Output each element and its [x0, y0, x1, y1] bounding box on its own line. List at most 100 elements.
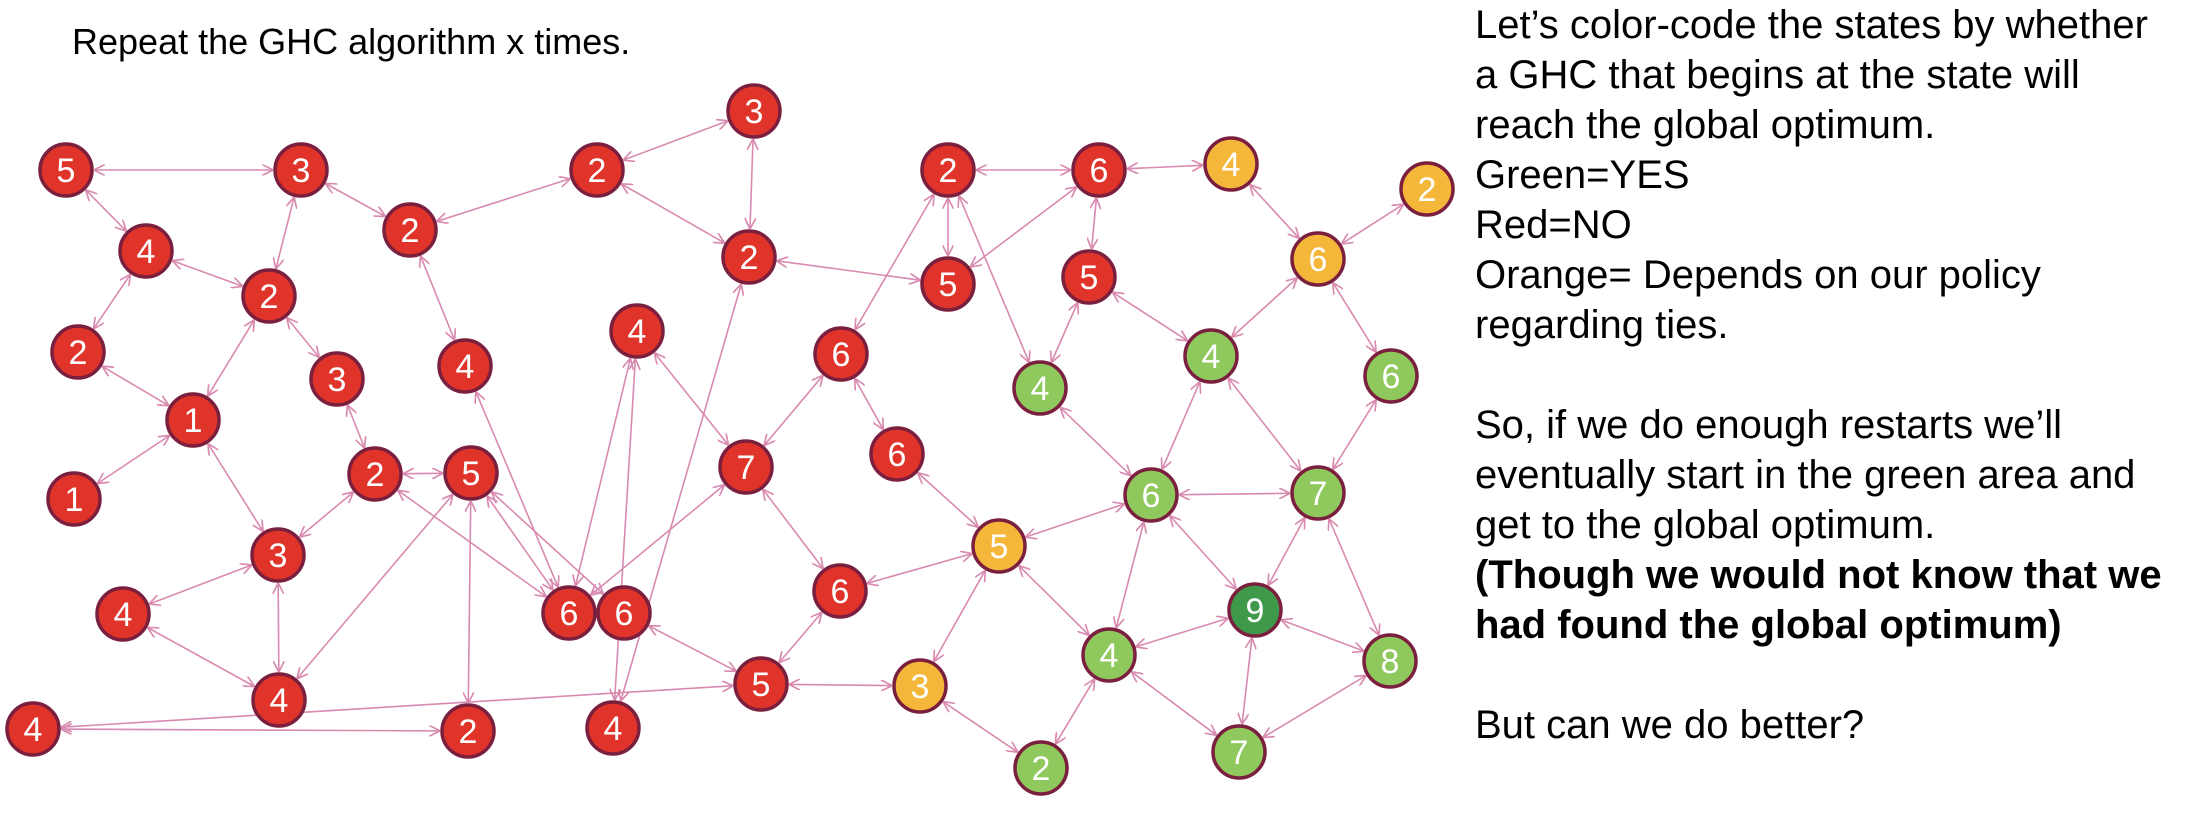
graph-edge [868, 554, 971, 583]
graph-edge [103, 367, 168, 405]
graph-node-red: 3 [250, 527, 306, 583]
node-circle [347, 446, 403, 502]
node-value: 5 [990, 528, 1009, 566]
graph-node-orange: 6 [1290, 231, 1346, 287]
node-value: 7 [1230, 734, 1249, 772]
graph-edge [468, 502, 470, 702]
graph-node-red: 5 [920, 256, 976, 312]
graph-node-green: 4 [1012, 360, 1068, 416]
graph-edge [1242, 639, 1252, 723]
spacer [1475, 650, 2190, 700]
graph-node-red: 6 [596, 585, 652, 641]
graph-node-orange: 5 [971, 518, 1027, 574]
notes-block-restarts: So, if we do enough restarts we’ll event… [1475, 400, 2190, 550]
node-circle [5, 701, 61, 757]
graph-node-red: 4 [437, 338, 493, 394]
node-value: 3 [745, 93, 764, 131]
graph-node-red: 1 [165, 392, 221, 448]
node-value: 2 [401, 212, 420, 250]
graph-node-red: 4 [609, 303, 665, 359]
graph-edge [209, 445, 263, 531]
graph-node-red: 4 [251, 672, 307, 728]
node-value: 6 [831, 573, 850, 611]
graph-edge [1329, 520, 1378, 635]
node-value: 7 [737, 449, 756, 487]
node-value: 6 [1382, 358, 1401, 396]
note-line: had found the global optimum) [1475, 603, 2062, 647]
node-circle [812, 563, 868, 619]
graph-edge [326, 184, 384, 216]
graph-edge [438, 179, 570, 221]
node-circle [95, 586, 151, 642]
node-circle [165, 392, 221, 448]
node-circle [585, 700, 641, 756]
graph-edge [919, 473, 978, 526]
graph-edge [1269, 519, 1305, 585]
graph-node-red: 6 [812, 563, 868, 619]
node-value: 5 [1080, 259, 1099, 297]
graph-edge [298, 495, 453, 678]
graph-node-red: 5 [443, 445, 499, 501]
node-value: 5 [752, 666, 771, 704]
note-line: Orange= Depends on our policy [1475, 253, 2041, 297]
note-line: reach the global optimum. [1475, 103, 1936, 147]
node-value: 2 [939, 152, 958, 190]
node-value: 6 [1309, 241, 1328, 279]
node-value: 2 [69, 334, 88, 372]
graph-edge [1251, 185, 1299, 237]
graph-node-red: 4 [5, 701, 61, 757]
node-circle [241, 268, 297, 324]
graph-node-red: 6 [1071, 142, 1127, 198]
graph-node-orange: 4 [1203, 136, 1259, 192]
node-value: 6 [888, 436, 907, 474]
node-circle [1123, 467, 1179, 523]
graph-edge [790, 684, 891, 685]
note-line: But can we do better? [1475, 703, 1865, 747]
graph-edge [1061, 408, 1130, 475]
node-circle [920, 142, 976, 198]
node-value: 6 [1090, 152, 1109, 190]
node-circle [726, 83, 782, 139]
node-value: 5 [939, 266, 958, 304]
graph-edge [780, 613, 821, 662]
note-line: a GHC that begins at the state will [1475, 53, 2080, 97]
graph-node-red: 2 [569, 142, 625, 198]
node-value: 2 [1418, 171, 1437, 209]
graph-node-red: 4 [95, 586, 151, 642]
node-circle [733, 656, 789, 712]
graph-edge [492, 493, 602, 594]
graph-node-red: 7 [718, 439, 774, 495]
node-circle [609, 303, 665, 359]
graph-edge [1128, 165, 1202, 168]
graph-node-red: 2 [50, 324, 106, 380]
graph-edge [944, 702, 1017, 751]
graph-edge [1233, 279, 1297, 337]
graph-edge [1027, 504, 1124, 537]
spacer [1475, 350, 2190, 400]
graph-edge [1132, 672, 1216, 734]
graph-edge [778, 261, 920, 280]
graph-edge [934, 571, 984, 660]
node-value: 3 [328, 361, 347, 399]
graph-node-green: 6 [1123, 467, 1179, 523]
note-line: get to the global optimum. [1475, 503, 1936, 547]
node-circle [1081, 627, 1137, 683]
node-circle [50, 324, 106, 380]
graph-edge [276, 198, 294, 268]
graph-edge [1020, 566, 1089, 634]
node-value: 4 [1100, 637, 1119, 675]
node-value: 4 [114, 596, 133, 634]
graph-node-green: 2 [1013, 740, 1069, 796]
graph-edge [1333, 401, 1375, 469]
node-value: 6 [615, 595, 634, 633]
node-value: 4 [604, 710, 623, 748]
edges [62, 121, 1403, 752]
node-circle [1227, 582, 1283, 638]
graph-edge [1113, 293, 1186, 340]
node-value: 2 [1032, 750, 1051, 788]
graph-edge [488, 497, 553, 589]
note-line: (Though we would not know that we [1475, 553, 2162, 597]
graph-edge [1342, 205, 1402, 244]
graph-edge [1052, 304, 1078, 362]
